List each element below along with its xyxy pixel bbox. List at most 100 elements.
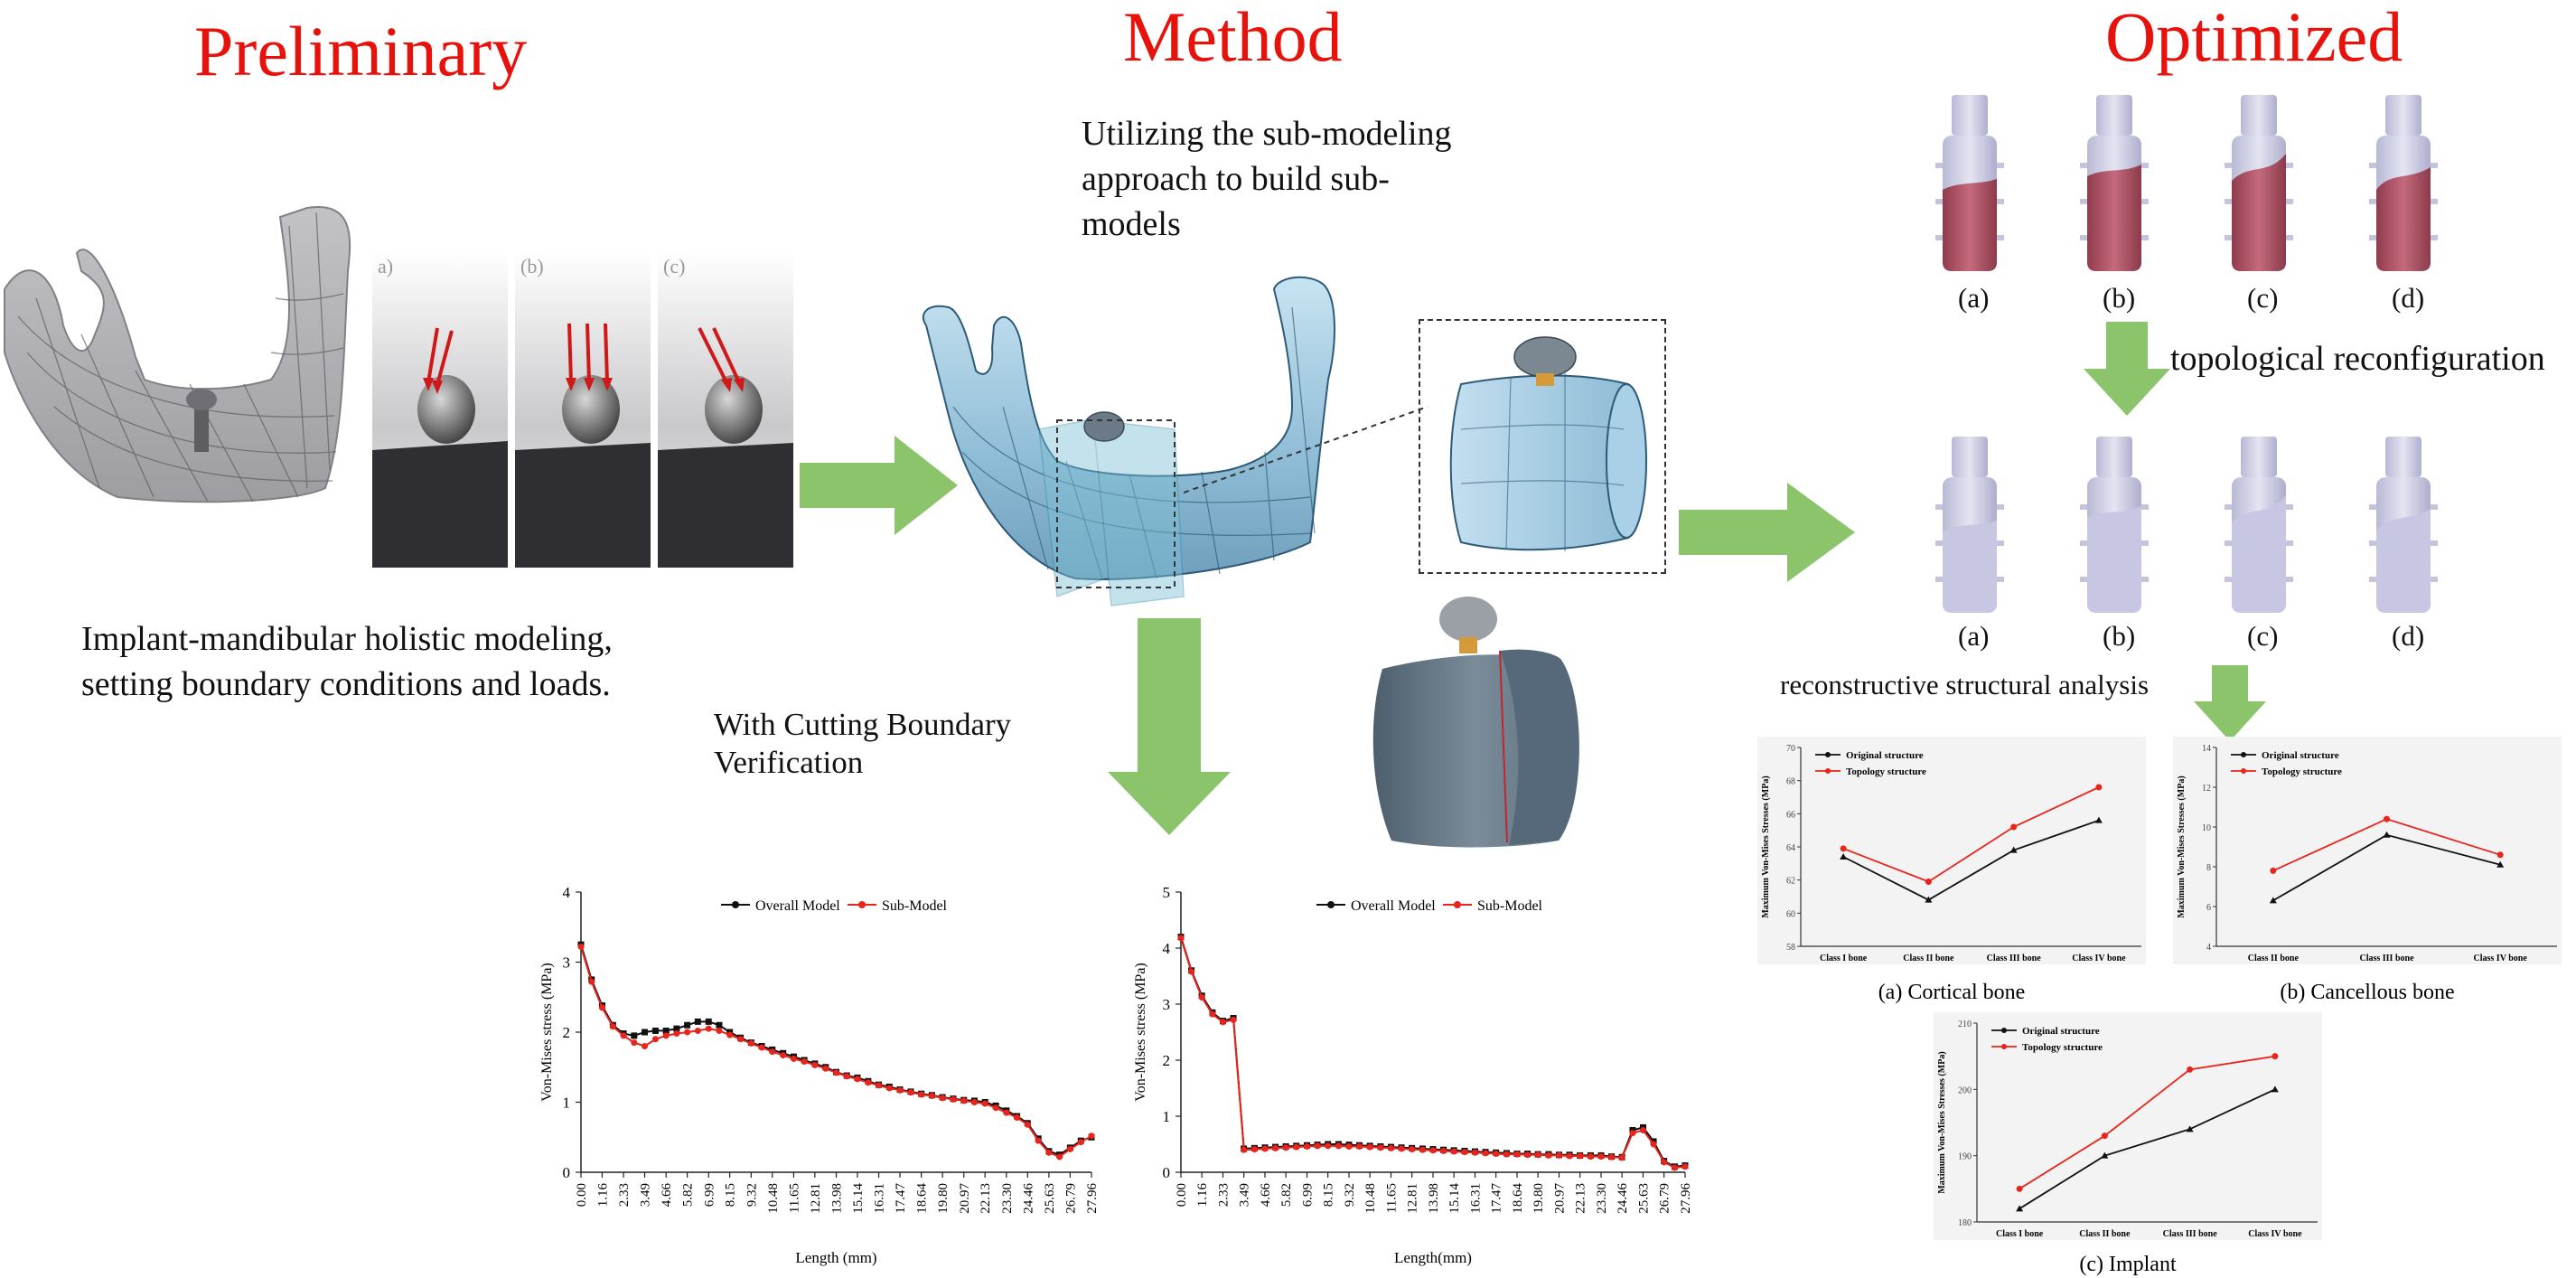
data-point <box>1419 1146 1426 1153</box>
implants-bottom-row <box>1925 432 2557 631</box>
topological-reconfiguration-text: topological reconfiguration <box>2170 340 2545 378</box>
data-point <box>960 1097 968 1104</box>
y-tick-label: 62 <box>1786 877 1795 887</box>
data-point <box>609 1023 616 1030</box>
panel-label-b: (b) <box>520 255 544 277</box>
x-tick-label: Class IV bone <box>2072 954 2126 963</box>
chart-caption: (c) Implant <box>2079 1253 2177 1276</box>
x-tick-label: 19.80 <box>936 1183 951 1214</box>
x-tick-label: 6.99 <box>1301 1183 1316 1207</box>
data-point <box>1304 1142 1310 1150</box>
y-tick-label: 5 <box>1163 884 1171 901</box>
legend-marker <box>2001 1044 2007 1049</box>
chart-background <box>2173 737 2562 964</box>
data-point <box>1366 1143 1373 1151</box>
data-point <box>1198 994 1205 1001</box>
y-tick-label: 12 <box>2202 784 2211 794</box>
y-tick-label: 0 <box>1163 1164 1171 1181</box>
series-line <box>2019 1088 2276 1210</box>
y-axis-label: Maximum Von-Mises Stresses (MPa) <box>2177 775 2187 917</box>
data-point <box>876 1082 883 1089</box>
data-point <box>907 1089 914 1096</box>
legend-marker <box>1454 901 1461 908</box>
data-point <box>1681 1163 1689 1170</box>
y-tick-label: 180 <box>1958 1218 1972 1228</box>
data-point <box>1440 1147 1447 1154</box>
data-point <box>2101 1151 2109 1159</box>
x-tick-label: Class III bone <box>1987 954 2042 963</box>
x-tick-label: 2.33 <box>617 1183 632 1207</box>
x-tick-label: 15.14 <box>851 1183 866 1214</box>
legend-label: Original structure <box>2022 1026 2100 1037</box>
data-point <box>2186 1125 2194 1132</box>
legend-marker <box>732 901 739 908</box>
data-point <box>631 1039 638 1047</box>
verification-text-line1: With Cutting Boundary <box>714 707 1012 742</box>
legend-label: Topology structure <box>1846 766 1926 777</box>
data-point <box>662 1032 670 1039</box>
x-tick-label: 1.16 <box>595 1183 610 1208</box>
x-tick-label: 18.64 <box>915 1183 930 1214</box>
x-tick-label: 13.98 <box>830 1183 845 1214</box>
data-point <box>2272 1053 2279 1060</box>
legend-label: Sub-Model <box>882 898 948 914</box>
legend-marker <box>1825 768 1831 774</box>
data-point <box>1177 935 1185 942</box>
submodel-box <box>1419 319 1666 574</box>
y-tick-label: 58 <box>1786 943 1795 953</box>
y-tick-label: 4 <box>2206 943 2211 953</box>
data-point <box>1077 1139 1084 1146</box>
preliminary-caption-line2: setting boundary conditions and loads. <box>81 665 611 703</box>
data-point <box>726 1031 734 1038</box>
submodel-text-line2: approach to build sub- <box>1082 160 1390 198</box>
data-point <box>970 1099 978 1105</box>
x-tick-label: Class I bone <box>1996 1229 2044 1239</box>
data-point <box>1261 1145 1269 1152</box>
y-axis-label: Von-Mises stress (MPa) <box>539 963 555 1101</box>
verification-text-line2: Verification <box>714 745 864 780</box>
y-tick-label: 3 <box>1163 996 1171 1013</box>
legend-marker <box>2001 1028 2007 1033</box>
data-point <box>1618 1154 1625 1161</box>
x-tick-label: 3.49 <box>1238 1183 1252 1207</box>
data-point <box>642 1043 649 1049</box>
data-point <box>1661 1159 1668 1166</box>
callout-line <box>1184 406 1429 493</box>
y-tick-label: 68 <box>1786 777 1795 787</box>
data-point <box>737 1036 745 1043</box>
data-point <box>1671 1164 1678 1171</box>
data-point <box>1545 1151 1552 1159</box>
legend-label: Overall Model <box>755 898 840 914</box>
data-point <box>1524 1151 1532 1159</box>
panel-label-c: (c) <box>663 255 686 277</box>
arrow-right-icon <box>1679 483 1855 582</box>
data-point <box>598 1004 605 1011</box>
x-tick-label: 4.66 <box>1259 1183 1273 1208</box>
legend-marker <box>1327 901 1335 908</box>
chart-caption: (a) Cortical bone <box>1878 981 2026 1004</box>
x-tick-label: 13.98 <box>1427 1183 1441 1214</box>
y-tick-label: 210 <box>1958 1020 1972 1029</box>
preliminary-caption-line1: Implant-mandibular holistic modeling, <box>81 620 613 658</box>
data-point <box>2095 784 2103 791</box>
x-tick-label: 5.82 <box>1279 1183 1294 1207</box>
data-point <box>758 1044 765 1051</box>
x-tick-label: Class II bone <box>2248 954 2300 963</box>
x-tick-label: 22.13 <box>979 1183 993 1214</box>
method-title: Method <box>1123 0 1343 76</box>
data-point <box>1056 1153 1063 1161</box>
data-point <box>780 1052 787 1059</box>
implant-label-top-d: (d) <box>2392 282 2425 314</box>
x-tick-label: 23.30 <box>1000 1183 1015 1214</box>
x-tick-label: 15.14 <box>1447 1183 1462 1214</box>
x-tick-label: Class III bone <box>2359 954 2414 963</box>
data-point <box>1493 1151 1500 1158</box>
arrow-right-icon <box>800 436 958 535</box>
implant-label-bottom-a: (a) <box>1958 620 1990 652</box>
legend-label: Original structure <box>2262 750 2339 761</box>
data-point <box>1461 1149 1468 1156</box>
y-tick-label: 1 <box>563 1095 571 1112</box>
x-axis-label: Length(mm) <box>1394 1249 1472 1266</box>
